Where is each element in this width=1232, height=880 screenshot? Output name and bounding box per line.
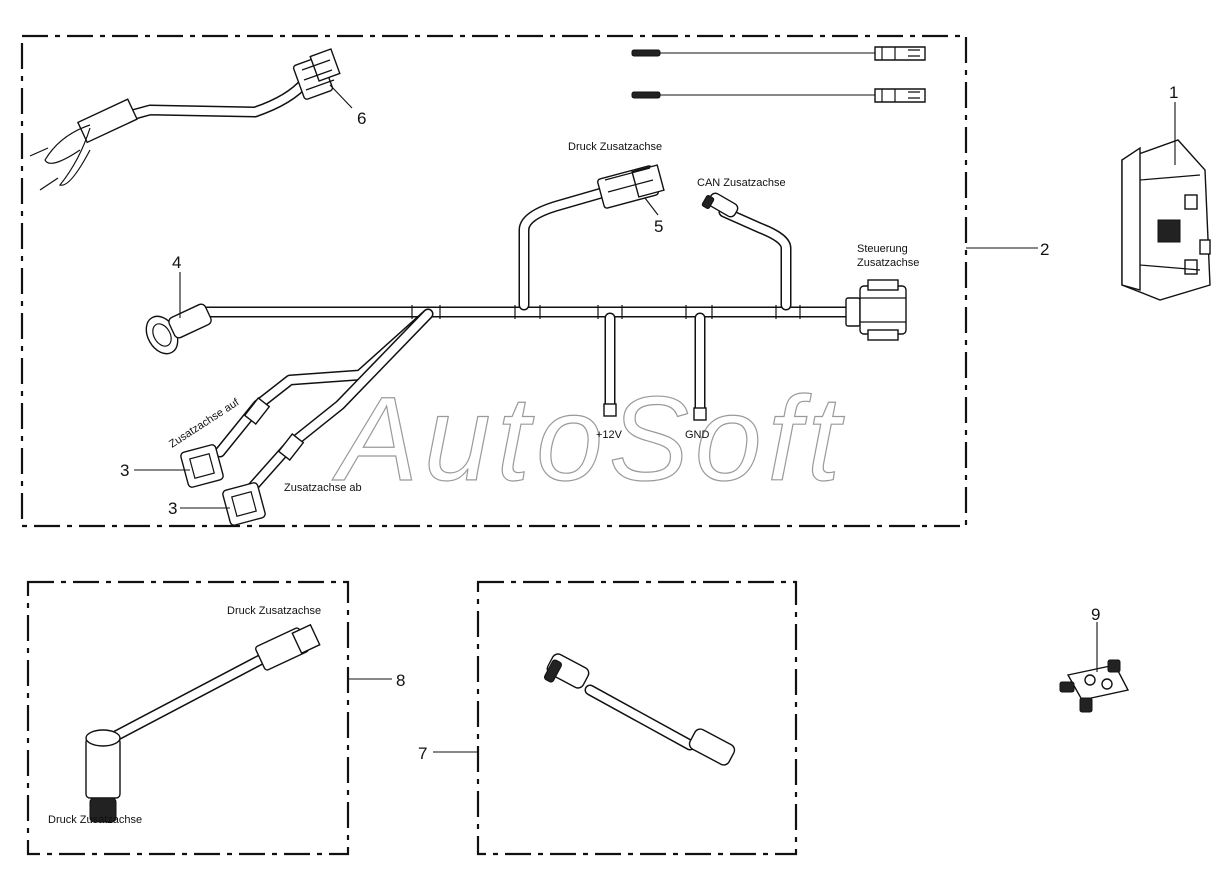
- label-druck-top: Druck Zusatzachse: [568, 141, 662, 153]
- callout-5: 5: [654, 217, 663, 236]
- loose-wire-2: [631, 88, 926, 103]
- can-cable-frame: [476, 580, 798, 856]
- label-druck-8a: Druck Zusatzachse: [227, 605, 321, 617]
- callout-3-upper: 3: [120, 461, 129, 480]
- cable-sleeve: [243, 397, 271, 425]
- callout-8: 8: [396, 671, 405, 690]
- connector-5: [597, 164, 665, 209]
- callout-3-lower: 3: [168, 499, 177, 518]
- cable-sleeve: [277, 433, 305, 461]
- label-ab: Zusatzachse ab: [284, 482, 362, 494]
- label-steuerung-1: Steuerung: [857, 243, 908, 255]
- label-druck-8b: Druck Zusatzachse: [48, 814, 142, 826]
- connector-can: [701, 192, 739, 218]
- cable-sleeve: [76, 98, 138, 144]
- callout-2: 2: [1040, 240, 1049, 259]
- connector-6: [292, 48, 341, 100]
- callout-1: 1: [1169, 83, 1178, 102]
- watermark: AutoSoft: [332, 372, 846, 506]
- terminal-gnd: [693, 407, 707, 421]
- callout-6: 6: [357, 109, 366, 128]
- leader-lines: [134, 84, 1176, 753]
- harness-frame: [20, 34, 968, 528]
- connector-steuerung: [845, 279, 907, 341]
- terminal-12v: [603, 403, 617, 417]
- callout-9: 9: [1091, 605, 1100, 624]
- fitting-9: [1059, 659, 1130, 713]
- connector-3-upper: [180, 444, 224, 488]
- label-steuerung-2: Zusatzachse: [857, 257, 919, 269]
- label-gnd: GND: [685, 429, 710, 441]
- callout-4: 4: [172, 253, 181, 272]
- connector-4: [145, 303, 212, 355]
- sensor-cable-frame: [26, 580, 350, 856]
- sensor-leads: [44, 124, 91, 186]
- sensor-cable-8: [85, 623, 321, 823]
- control-module-1: [1121, 139, 1211, 301]
- connector-3-lower: [222, 482, 266, 526]
- label-can: CAN Zusatzachse: [697, 177, 786, 189]
- harness-cables: [89, 76, 856, 496]
- loose-wire-1: [631, 46, 926, 61]
- callout-7: 7: [418, 744, 427, 763]
- label-12v: +12V: [596, 429, 623, 441]
- can-cable-7: [543, 653, 736, 766]
